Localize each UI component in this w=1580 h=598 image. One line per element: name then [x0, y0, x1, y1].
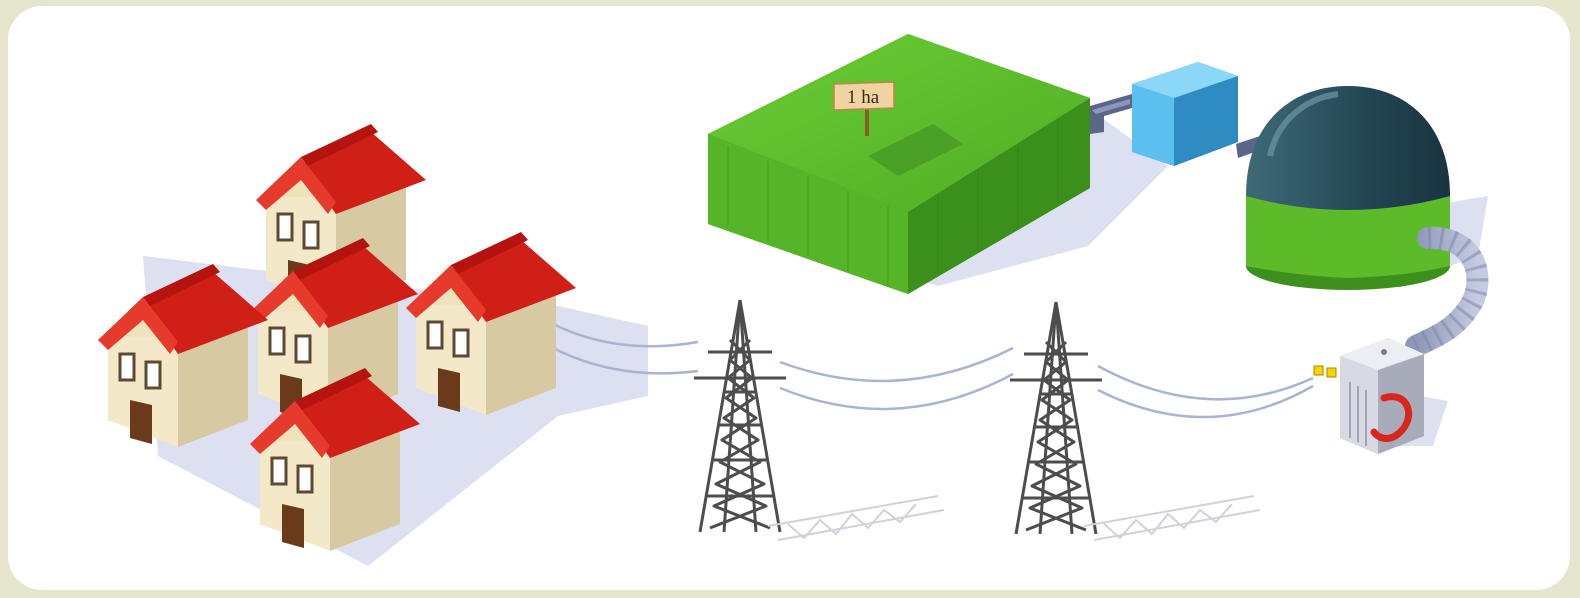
gas-hose [1405, 227, 1489, 357]
diagram-panel: 1 ha [8, 6, 1570, 590]
power-cables [552, 322, 1314, 419]
house [404, 230, 578, 417]
pylon-shadow [1083, 495, 1261, 541]
blue-tank [1132, 62, 1238, 166]
pylon-shadow [767, 495, 945, 541]
grass-field [708, 34, 1090, 294]
energy-flow-diagram: 1 ha [96, 34, 1489, 566]
biogas-digester [1246, 86, 1450, 290]
generator [1313, 338, 1424, 454]
field-sign: 1 ha [833, 81, 895, 136]
pipe [1090, 94, 1132, 134]
field-sign-label: 1 ha [847, 87, 880, 108]
pylon [692, 298, 788, 534]
pylon [1008, 300, 1104, 536]
